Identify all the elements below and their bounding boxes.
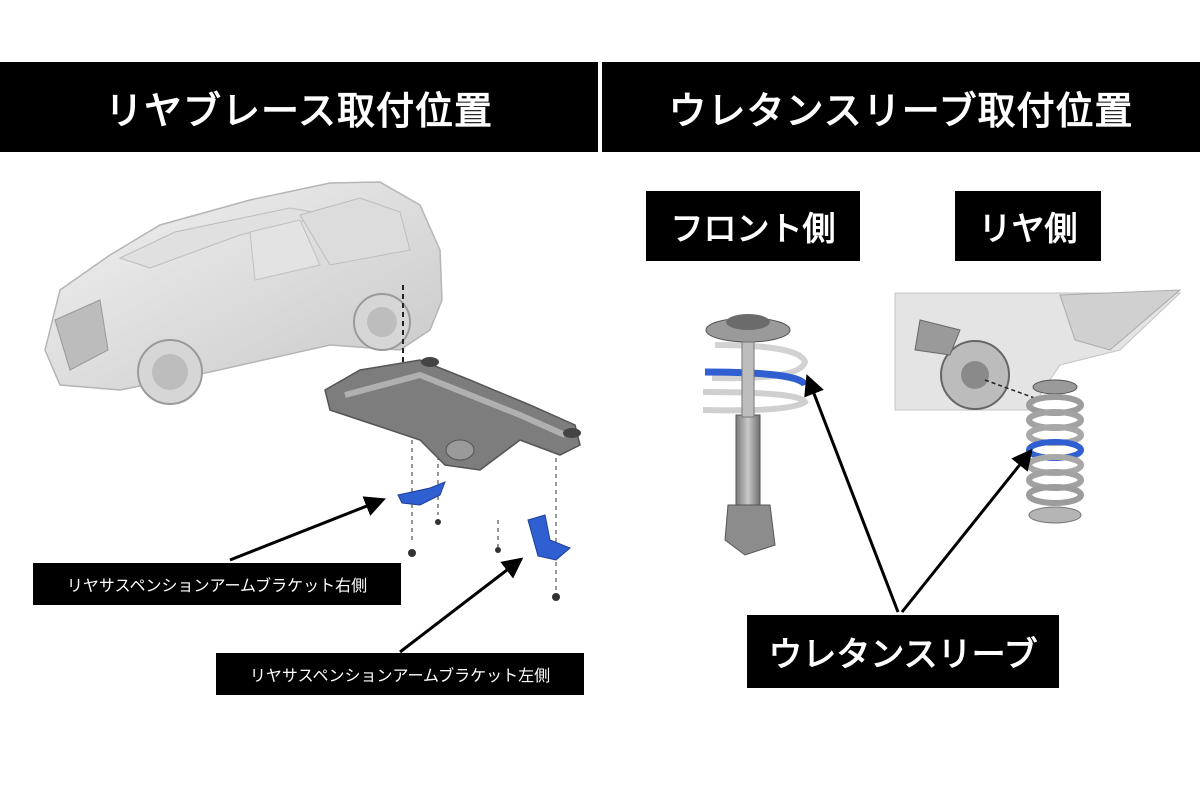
label-urethane-sleeve: ウレタンスリーブ — [747, 615, 1059, 688]
caption-bracket-left: リヤサスペンションアームブラケット左側 — [216, 653, 584, 695]
label-front-side: フロント側 — [646, 191, 860, 261]
car-illustration — [44, 181, 443, 405]
brake-disc-illustration — [894, 289, 1182, 411]
header-urethane-sleeve: ウレタンスリーブ取付位置 — [602, 62, 1200, 152]
label-rear-side: リヤ側 — [955, 191, 1101, 261]
bracket-illustration — [397, 481, 571, 601]
subframe-illustration — [324, 357, 581, 471]
header-rear-brace: リヤブレース取付位置 — [0, 62, 598, 152]
rear-spring-illustration — [1026, 379, 1084, 524]
front-strut-illustration — [702, 314, 809, 556]
caption-bracket-right: リヤサスペンションアームブラケット右側 — [33, 563, 401, 605]
